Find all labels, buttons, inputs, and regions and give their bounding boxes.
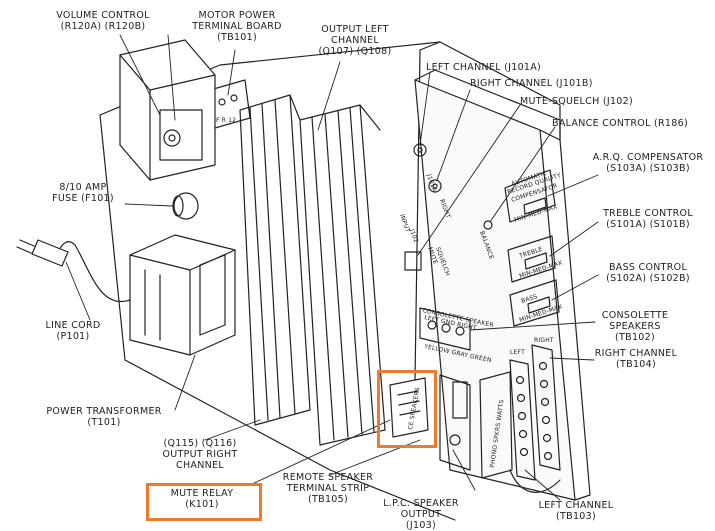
heat-sink-right xyxy=(299,104,386,446)
label-consolette-speakers: CONSOLETTE SPEAKERS (TB102) xyxy=(601,310,669,343)
label-mute-squelch: MUTE-SQUELCH (J102) xyxy=(520,96,633,107)
label-right-channel-j101b: RIGHT CHANNEL (J101B) xyxy=(470,78,593,89)
label-treble-control: TREBLE CONTROL (S101A) (S101B) xyxy=(603,208,693,230)
panel-tb-left: LEFT xyxy=(510,349,525,356)
panel-fuse-marks: F R 12 xyxy=(216,117,236,124)
mute-relay-block xyxy=(389,377,429,438)
label-line-cord: LINE CORD (P101) xyxy=(45,320,101,342)
panel-j102-text: J102 xyxy=(408,227,420,244)
label-right-channel-tb104: RIGHT CHANNEL (TB104) xyxy=(594,348,678,370)
power-transformer xyxy=(129,234,236,356)
heat-sink-left xyxy=(239,94,311,426)
highlight-mute-relay-component xyxy=(377,370,437,448)
highlight-mute-relay-label xyxy=(146,483,262,521)
label-lpc-speaker: L.P.C. SPEAKER OUTPUT (J103) xyxy=(383,498,459,531)
label-left-channel-tb103: LEFT CHANNEL (TB103) xyxy=(538,500,614,522)
label-power-transformer: POWER TRANSFORMER (T101) xyxy=(46,406,162,428)
label-output-left: OUTPUT LEFT CHANNEL (Q107) (Q108) xyxy=(318,24,392,57)
label-fuse: 8/10 AMP FUSE (F101) xyxy=(52,182,114,204)
fuse-holder xyxy=(173,192,199,220)
label-arq-compensator: A.R.Q. COMPENSATOR (S103A) (S103B) xyxy=(592,152,704,174)
line-cord xyxy=(54,241,131,303)
label-balance-control: BALANCE CONTROL (R186) xyxy=(552,118,688,129)
label-bass-control: BASS CONTROL (S102A) (S102B) xyxy=(606,262,690,284)
terminal-strip-left xyxy=(509,359,536,481)
label-output-right: (Q115) (Q116) OUTPUT RIGHT CHANNEL xyxy=(162,438,238,471)
label-volume-control: VOLUME CONTROL (R120A) (R120B) xyxy=(56,10,150,32)
label-left-channel-j101a: LEFT CHANNEL (J101A) xyxy=(426,62,542,73)
label-mute-relay: MUTE RELAY (K101) xyxy=(170,488,234,510)
label-remote-speaker: REMOTE SPEAKER TERMINAL STRIP (TB105) xyxy=(282,472,374,505)
label-motor-power: MOTOR POWER TERMINAL BOARD (TB101) xyxy=(192,10,282,43)
terminal-strip-right xyxy=(531,344,561,471)
panel-tb-right: RIGHT xyxy=(534,337,554,344)
panel-bass-text: BASS xyxy=(520,293,538,305)
